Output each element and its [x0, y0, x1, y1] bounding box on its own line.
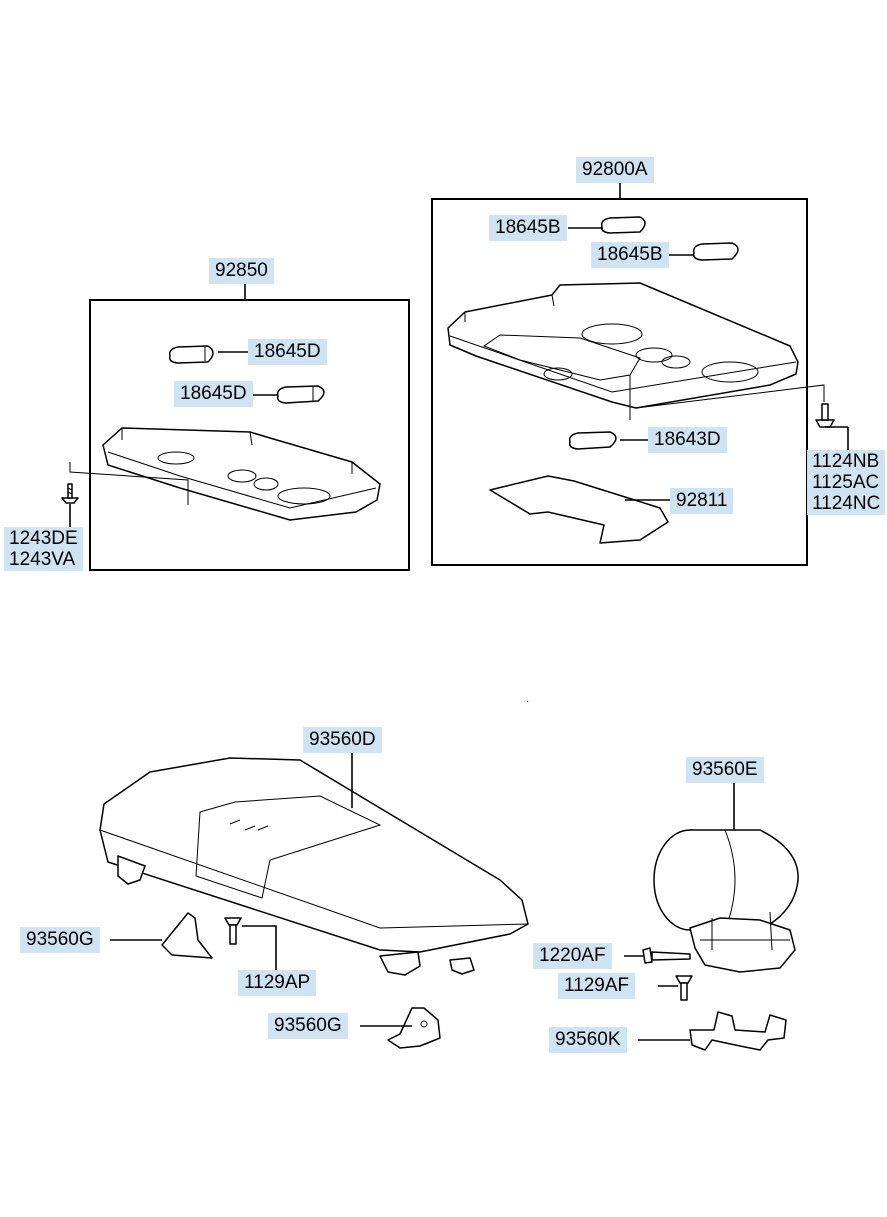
leader-1129AP: [242, 925, 277, 970]
label-92850[interactable]: 92850: [209, 258, 274, 284]
label-93560G-right[interactable]: 93560G: [268, 1013, 348, 1039]
dot-mark: ·: [526, 696, 529, 707]
label-93560E[interactable]: 93560E: [686, 757, 764, 783]
label-1125AC[interactable]: 1125AC: [812, 472, 880, 493]
bracket-93560G-right: [387, 1007, 441, 1049]
screw-1129AF: [675, 975, 693, 1001]
bracket-93560G-left: [161, 912, 213, 959]
label-1243DE[interactable]: 1243DE: [9, 528, 78, 549]
bracket-93560K: [689, 1011, 787, 1051]
lens-92811: [489, 475, 669, 544]
label-18645B-lower[interactable]: 18645B: [591, 242, 669, 268]
bulb-18645B-upper: [600, 216, 646, 234]
label-1243VA[interactable]: 1243VA: [9, 549, 76, 570]
spot-lamp-93560E: [653, 829, 799, 973]
bulb-18645B-lower: [692, 242, 739, 261]
label-18645D-upper[interactable]: 18645D: [248, 339, 327, 365]
label-1124NB[interactable]: 1124NB: [812, 451, 880, 472]
roof-lamp-93560D: [99, 757, 529, 976]
label-group-1243: 1243DE 1243VA: [4, 527, 83, 571]
label-93560D[interactable]: 93560D: [303, 727, 382, 753]
label-18645D-lower[interactable]: 18645D: [174, 381, 253, 407]
label-18643D[interactable]: 18643D: [648, 427, 727, 453]
assembly-box-92850: [89, 299, 410, 571]
label-92800A[interactable]: 92800A: [576, 157, 654, 183]
bulb-18643D: [568, 431, 617, 450]
label-1124NC[interactable]: 1124NC: [812, 493, 881, 514]
screw-1243DE: [61, 483, 79, 504]
label-1220AF[interactable]: 1220AF: [533, 943, 612, 969]
label-93560K[interactable]: 93560K: [549, 1027, 627, 1053]
label-92811[interactable]: 92811: [670, 488, 734, 514]
label-18645B-upper[interactable]: 18645B: [489, 215, 567, 241]
map-lamp-92800A: [447, 282, 825, 420]
label-group-1124: 1124NB 1125AC 1124NC: [807, 450, 886, 515]
room-lamp-92850: [69, 427, 381, 521]
label-1129AF[interactable]: 1129AF: [558, 973, 636, 999]
screw-1124NB: [815, 403, 835, 428]
label-1129AP[interactable]: 1129AP: [238, 970, 317, 996]
label-93560G-left[interactable]: 93560G: [20, 927, 100, 953]
bulb-18645D-lower: [276, 385, 325, 404]
screw-1220AF: [642, 947, 691, 964]
bulb-18645D-upper: [168, 345, 214, 364]
screw-1129AP: [224, 917, 242, 945]
